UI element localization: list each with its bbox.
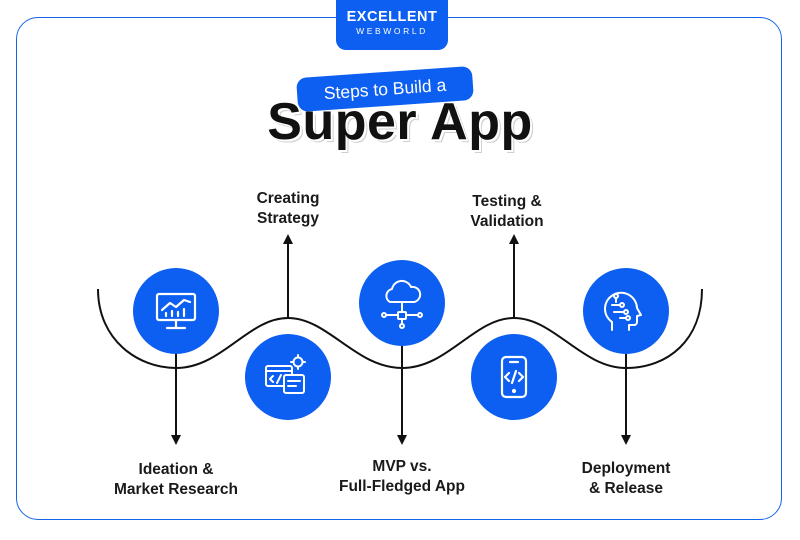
page-title: Super App — [267, 93, 533, 151]
step-4-node — [471, 334, 557, 420]
cloud-network-icon — [381, 279, 423, 329]
step-3-label: MVP vs. Full-Fledged App — [302, 457, 502, 497]
step-3-label-line1: MVP vs. — [372, 458, 432, 475]
brand-name-line1: EXCELLENT — [346, 9, 438, 25]
step-4-label-line1: Testing & — [472, 193, 542, 210]
monitor-chart-icon — [155, 292, 197, 330]
step-1-label: Ideation & Market Research — [76, 460, 276, 500]
step-1-node — [133, 268, 219, 354]
step-3-label-line2: Full-Fledged App — [339, 478, 465, 495]
code-window-gear-icon — [265, 354, 306, 394]
step-5-label: Deployment & Release — [526, 459, 726, 499]
step-2-label-line2: Strategy — [256, 210, 320, 227]
step-2-node — [245, 334, 331, 420]
step-4-label: Testing & Validation — [407, 192, 607, 232]
brand-logo: EXCELLENT WEBWORLD — [336, 0, 448, 50]
mobile-code-icon — [500, 355, 528, 399]
step-5-node — [583, 268, 669, 354]
step-3-node — [359, 260, 445, 346]
ai-head-icon — [604, 291, 642, 331]
brand-name-line2: WEBWORLD — [356, 26, 428, 36]
step-1-label-line1: Ideation & — [138, 461, 214, 478]
step-5-label-line1: Deployment — [581, 460, 671, 477]
step-2-label-line1: Creating — [256, 190, 320, 207]
step-5-label-line2: & Release — [588, 480, 664, 497]
step-2-label: Creating Strategy — [188, 189, 388, 229]
step-4-label-line2: Validation — [470, 213, 544, 230]
step-1-label-line2: Market Research — [113, 481, 239, 498]
